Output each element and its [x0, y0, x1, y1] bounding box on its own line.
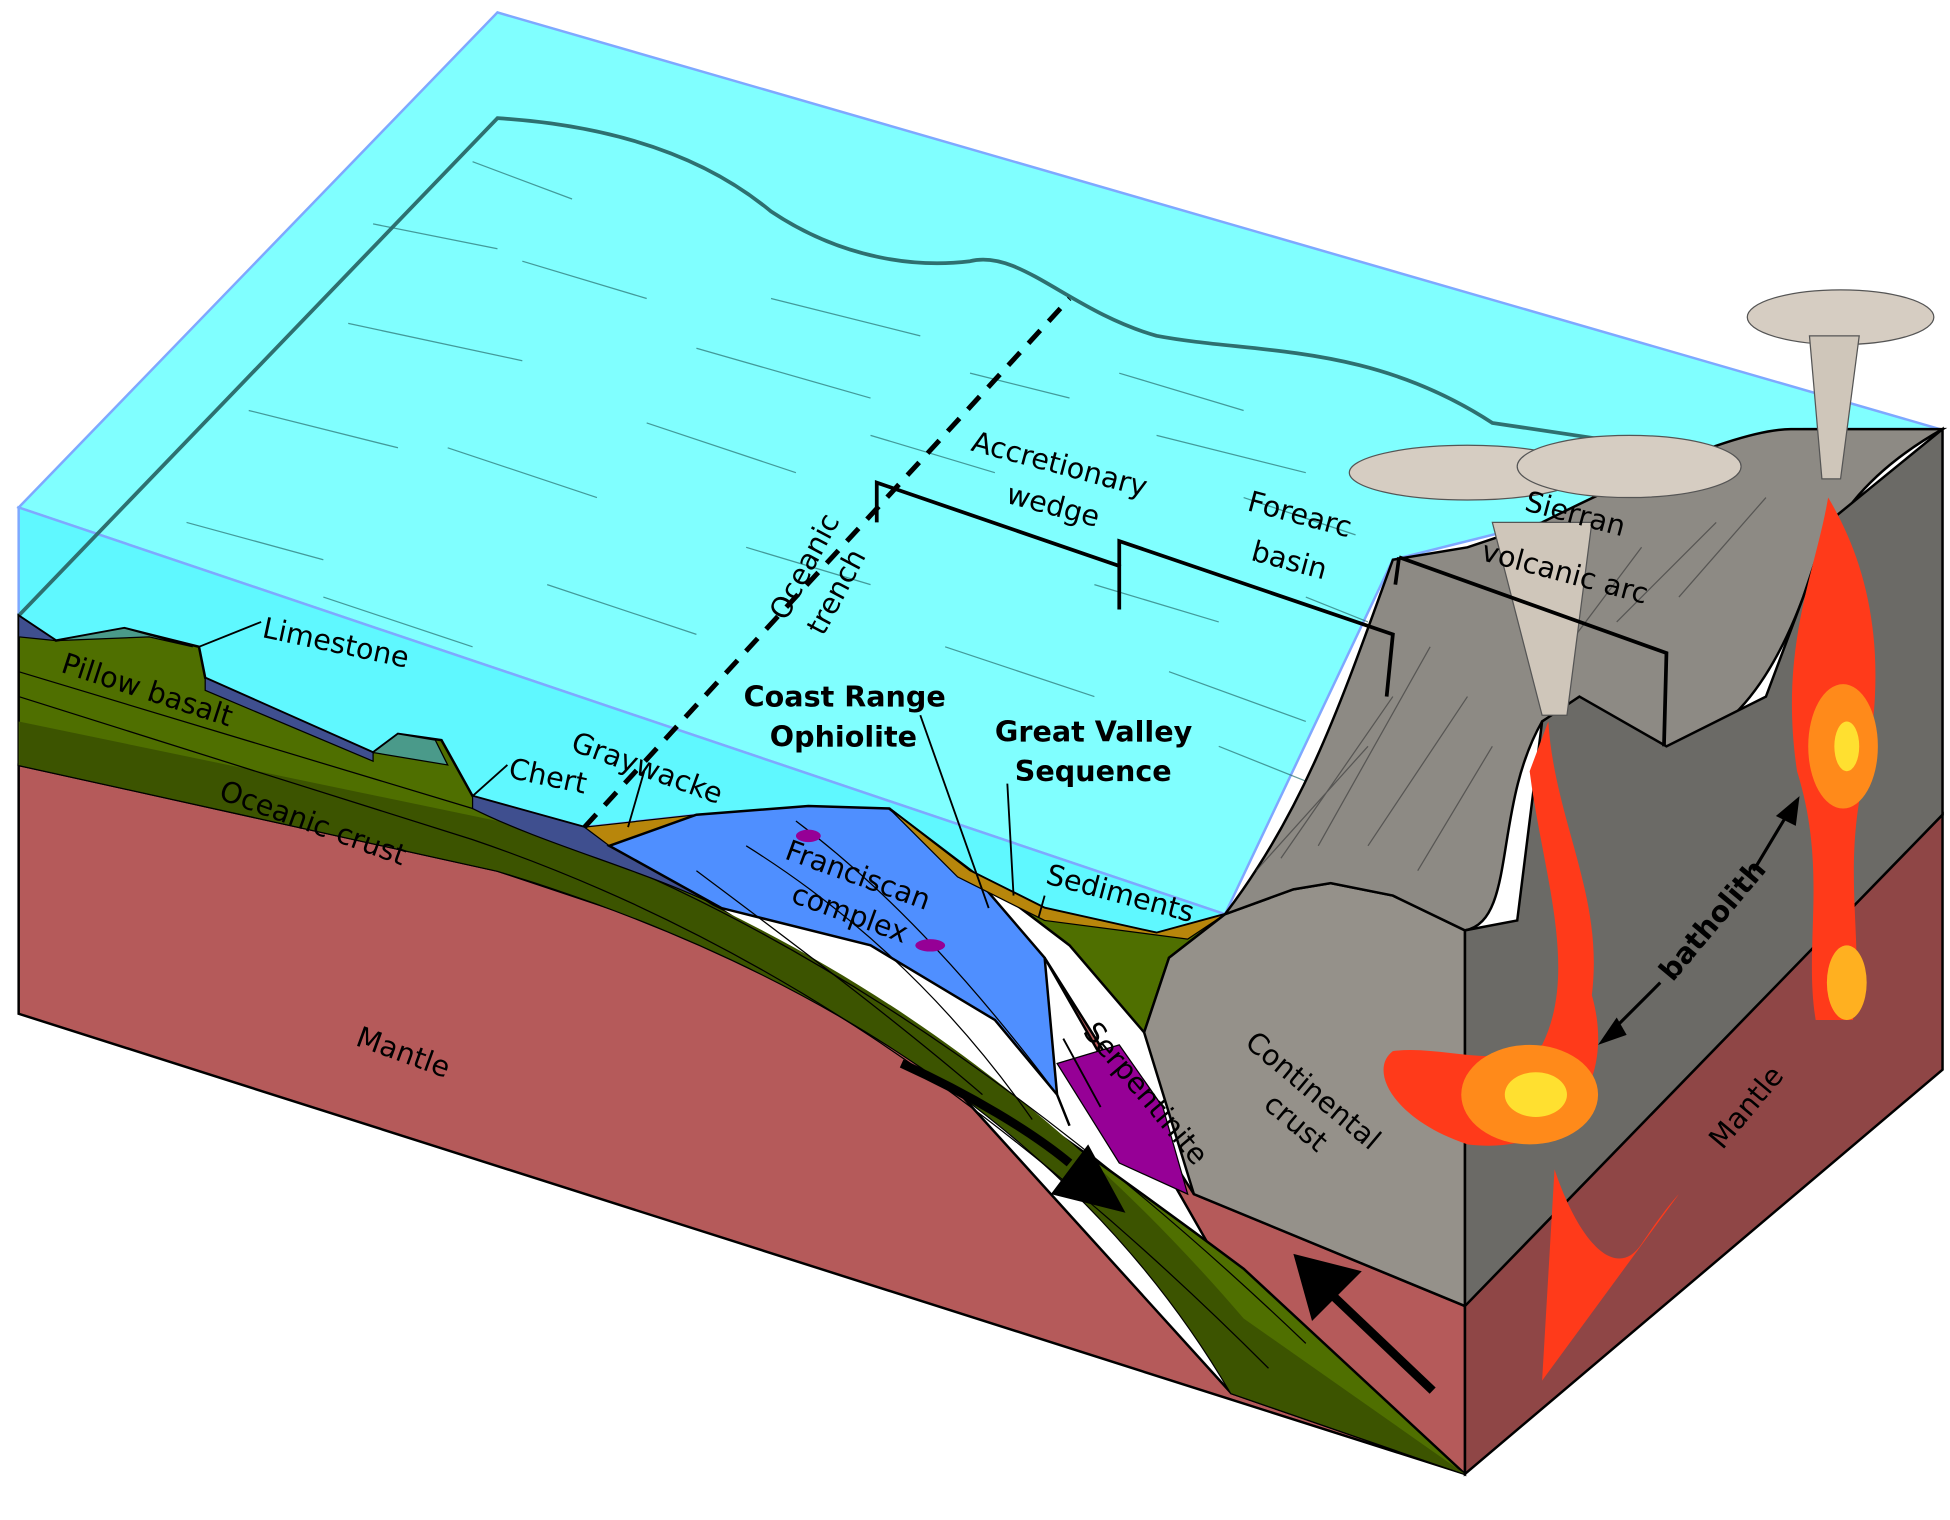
- subduction-arrow: [899, 1059, 1073, 1167]
- leader-lines: [198, 621, 1102, 1108]
- batholith-magma: [1383, 497, 1878, 1381]
- accretionary-wedge-bracket: [874, 480, 1122, 610]
- serpentinite-lens: [795, 829, 821, 843]
- label-coast-range-ophiolite: Ophiolite: [770, 719, 917, 753]
- label-coast-range-ophiolite: Coast Range: [744, 680, 946, 714]
- forearc-basin-bracket: [1117, 538, 1669, 747]
- limestone-layer: [55, 627, 449, 766]
- seafloor-back-profile: [17, 116, 1617, 618]
- serpentinite-lens: [915, 939, 946, 952]
- mantle-return-arrow: [1327, 1290, 1436, 1394]
- mantle-return-arrowhead: [1293, 1253, 1362, 1321]
- serpentinite-body: [1056, 1044, 1189, 1196]
- trench-dashed-line: [582, 296, 1072, 829]
- batholith-arrowhead: [1775, 796, 1800, 826]
- oceanic-crust-lower: [18, 721, 1465, 1474]
- subduction-arrowhead: [1050, 1144, 1126, 1213]
- seafloor-texture: [186, 161, 1369, 797]
- label-great-valley-sequence: Great Valley: [995, 714, 1193, 748]
- volcanic-ash-cloud: [1348, 289, 1935, 716]
- land-hatching: [1255, 497, 1767, 872]
- label-great-valley-sequence: Sequence: [1015, 754, 1172, 788]
- batholith-arrowhead: [1598, 1017, 1627, 1045]
